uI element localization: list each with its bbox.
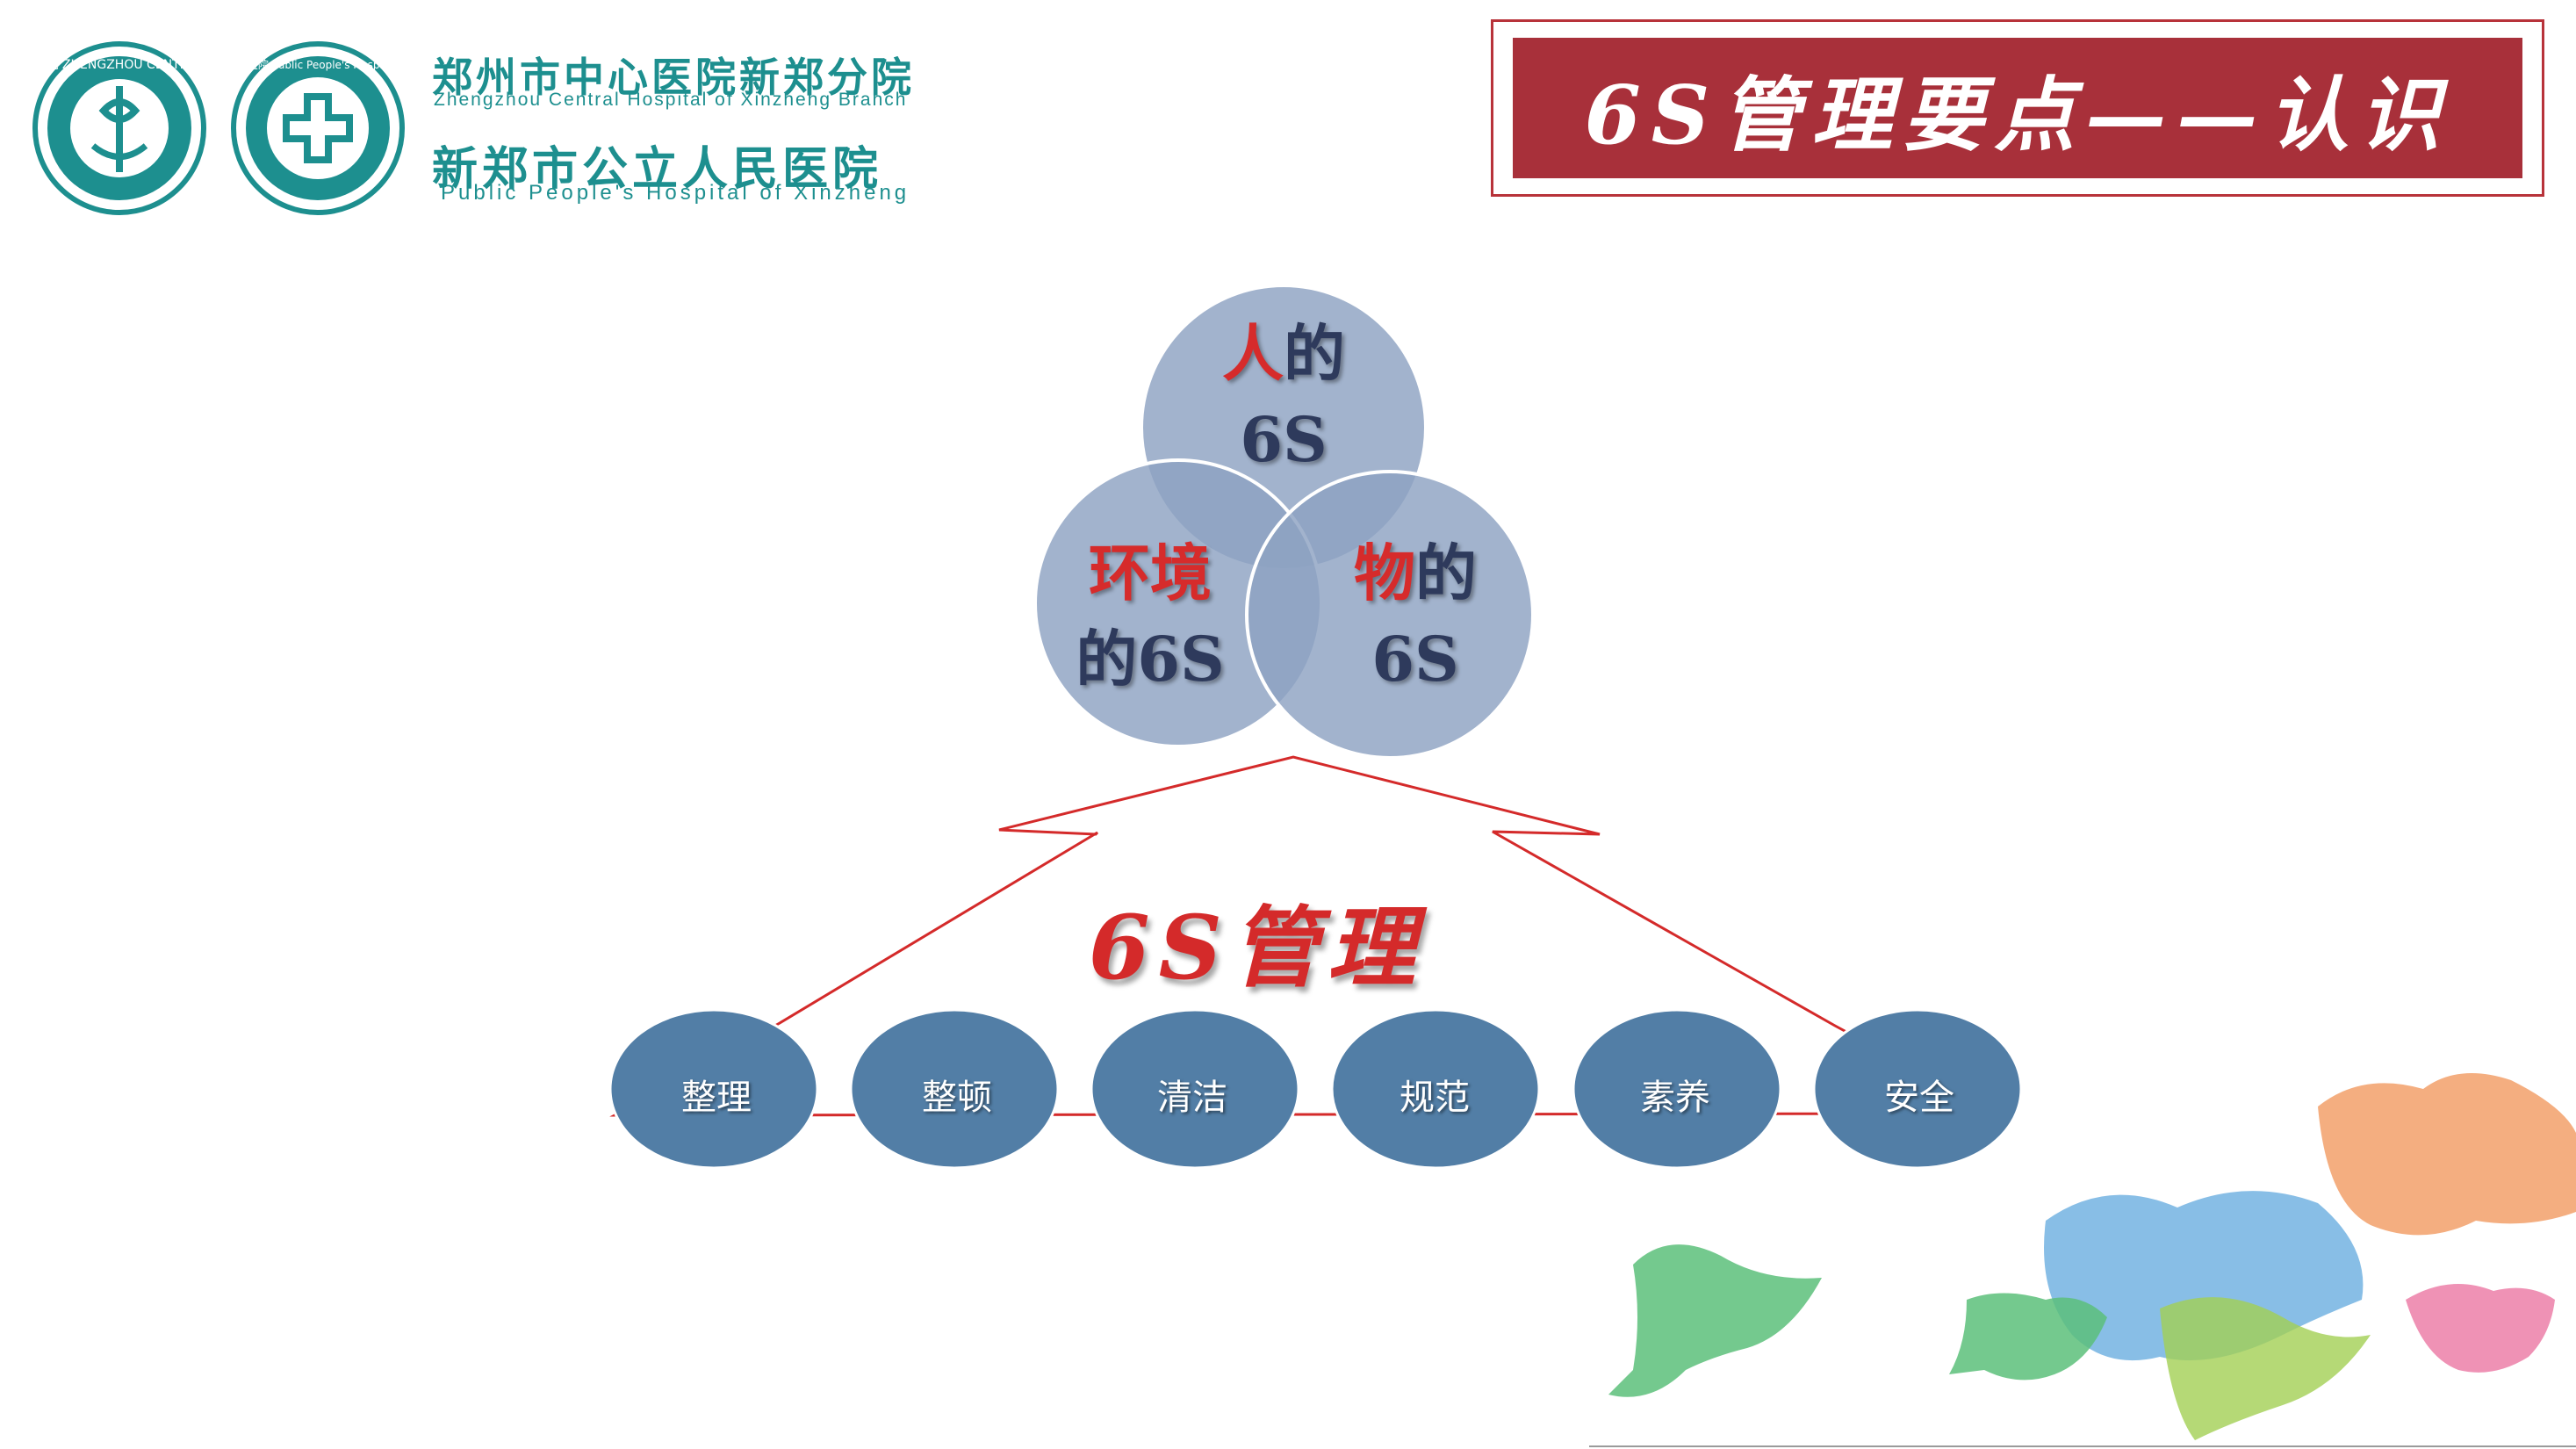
venn-circle-right: [1245, 470, 1535, 760]
venn-top-rest: 的: [1284, 317, 1345, 390]
small-green-leaf-icon: [1949, 1293, 2107, 1381]
pill-label-6: 安全: [1884, 1078, 1954, 1118]
hospital-name-en-2: Public People's Hospital of Xinzheng: [441, 181, 910, 205]
pink-leaf-icon: [2406, 1284, 2555, 1373]
venn-top-line2: 6S: [1240, 403, 1328, 476]
pill-4-shape: [1330, 1008, 1541, 1170]
lime-leaf-icon: [2160, 1297, 2371, 1440]
venn-right-line2: 6S: [1371, 623, 1459, 696]
management-label: 6S管理: [1089, 896, 1424, 999]
venn-left-line2: 的6S: [1076, 623, 1225, 696]
pill-label-2: 整顿: [922, 1078, 992, 1118]
green-leaf-icon: [1608, 1244, 1822, 1397]
xinzheng-peoples-hospital-logo: 新郑市公立人民医院 Public People's Hospital of Xi…: [230, 41, 406, 215]
pill-label-3: 清洁: [1157, 1078, 1227, 1118]
pill-5-shape: [1572, 1008, 1782, 1170]
venn-label-top: 人的 6S: [1196, 323, 1371, 471]
pill-label-4: 规范: [1400, 1078, 1470, 1118]
venn-top-highlight: 人: [1222, 317, 1284, 390]
pill-3-shape: [1090, 1008, 1300, 1170]
title-banner-fill: 6S管理要点——认识: [1513, 38, 2522, 178]
venn-label-right: 物的 6S: [1328, 543, 1503, 690]
zhengzhou-central-hospital-logo: 郑州市中心医院 ZHENGZHOU CENTRAL HOSPITAL: [32, 41, 207, 215]
footer-divider: [1589, 1445, 2576, 1447]
page-title: 6S管理要点——认识: [1584, 67, 2451, 162]
logo2-text: 新郑市公立人民医院 Public People's Hospital of Xi…: [230, 58, 406, 71]
pill-label-1: 整理: [681, 1078, 752, 1118]
venn-right-rest: 的: [1415, 537, 1477, 609]
pill-6-shape: [1812, 1008, 2023, 1170]
pill-group: [608, 1008, 2023, 1170]
decorative-leaves: [1608, 1073, 2576, 1440]
logo1-text: 郑州市中心医院 ZHENGZHOU CENTRAL HOSPITAL: [32, 57, 207, 72]
pill-1-shape: [608, 1008, 819, 1170]
venn-label-left: 环境 的6S: [1062, 543, 1238, 690]
title-banner: 6S管理要点——认识: [1491, 19, 2544, 197]
hospital-name-cn-1: 郑州市中心医院新郑分院: [432, 54, 915, 101]
pill-2-shape: [849, 1008, 1060, 1170]
hospital-name-en-1: Zhengzhou Central Hospital of Xinzheng B…: [434, 90, 908, 110]
orange-leaf-icon: [2318, 1073, 2576, 1236]
pill-label-5: 素养: [1640, 1078, 1710, 1118]
venn-right-highlight: 物: [1354, 537, 1415, 609]
venn-left-highlight: 环境: [1089, 537, 1212, 609]
hospital-name-cn-2: 新郑市公立人民医院: [432, 143, 883, 196]
